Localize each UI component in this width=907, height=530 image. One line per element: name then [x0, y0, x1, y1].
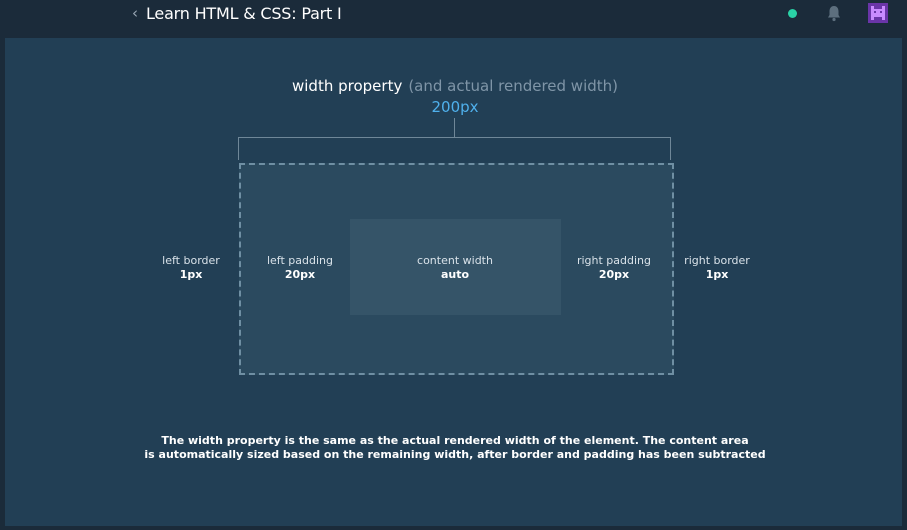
- width-bracket: [238, 137, 671, 160]
- right-border-label: right border 1px: [676, 254, 758, 282]
- left-border-value: 1px: [179, 268, 203, 281]
- bell-icon[interactable]: [824, 3, 844, 23]
- heading-muted: (and actual rendered width): [408, 77, 618, 95]
- left-border-name: left border: [162, 254, 220, 267]
- content-width-value: auto: [440, 268, 470, 281]
- content-box: [350, 219, 561, 315]
- heading-main: width property: [292, 77, 403, 95]
- bracket-stem: [454, 118, 455, 138]
- left-padding-value: 20px: [284, 268, 316, 281]
- bottom-bar: [0, 526, 907, 530]
- top-bar: ‹ Learn HTML & CSS: Part I: [0, 0, 907, 34]
- content-width-name: content width: [417, 254, 493, 267]
- width-value: 200px: [431, 98, 479, 116]
- diagram-heading: width property (and actual rendered width…: [5, 77, 905, 95]
- caption-line-1: The width property is the same as the ac…: [161, 434, 749, 447]
- right-padding-label: right padding 20px: [564, 254, 664, 282]
- lesson-panel: width property (and actual rendered width…: [5, 38, 902, 526]
- left-padding-label: left padding 20px: [255, 254, 345, 282]
- caption-line-2: is automatically sized based on the rema…: [144, 448, 766, 461]
- course-title[interactable]: Learn HTML & CSS: Part I: [146, 4, 342, 23]
- left-padding-name: left padding: [266, 254, 333, 267]
- right-border-value: 1px: [705, 268, 729, 281]
- avatar[interactable]: [868, 3, 888, 23]
- back-chevron-icon[interactable]: ‹: [132, 4, 138, 22]
- right-padding-value: 20px: [598, 268, 630, 281]
- right-border-name: right border: [684, 254, 750, 267]
- right-padding-name: right padding: [576, 254, 652, 267]
- online-status-icon: [788, 9, 797, 18]
- left-border-label: left border 1px: [151, 254, 231, 282]
- content-width-label: content width auto: [400, 254, 510, 282]
- diagram-caption: The width property is the same as the ac…: [5, 434, 905, 462]
